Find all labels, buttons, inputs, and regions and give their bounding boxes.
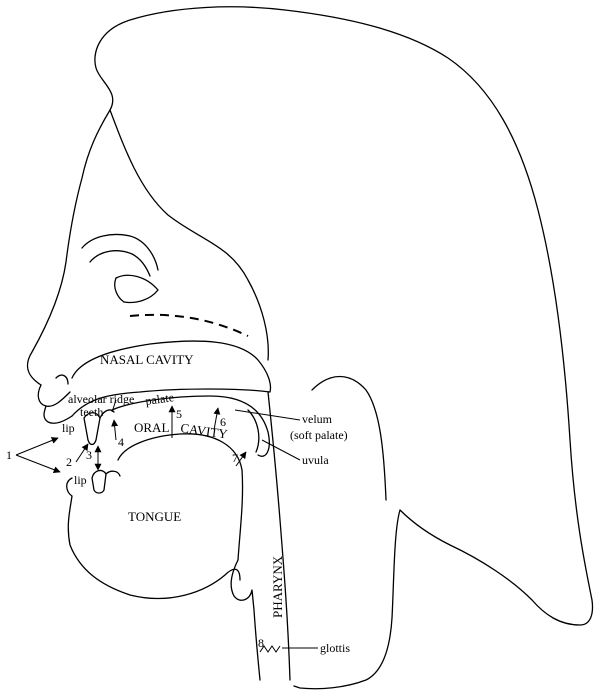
tongue-outline <box>118 434 243 560</box>
label-soft-palate: (soft palate) <box>290 428 348 442</box>
nostril <box>56 375 68 384</box>
label-velum: velum <box>302 412 333 426</box>
place-number-2: 2 <box>66 455 72 469</box>
arrow-4 <box>114 420 116 440</box>
place-number-5: 5 <box>176 407 182 421</box>
pharynx-front <box>231 560 260 680</box>
eye <box>115 278 124 302</box>
lower-teeth <box>92 471 106 493</box>
brow-inner <box>90 251 150 276</box>
label-tongue: TONGUE <box>128 509 181 524</box>
eyelid <box>116 275 158 302</box>
nose-outline <box>38 385 70 406</box>
place-number-4: 4 <box>118 435 124 449</box>
label-oral: ORAL <box>134 420 169 435</box>
label-nasal-cavity: NASAL CAVITY <box>100 352 194 367</box>
brow <box>82 235 158 271</box>
head-outline <box>27 7 592 689</box>
label-glottis: glottis <box>320 641 350 655</box>
velum-leader <box>235 410 300 420</box>
label-lip-lower: lip <box>74 473 87 487</box>
place-number-1: 1 <box>6 448 12 462</box>
skull-inner <box>110 110 268 360</box>
velum-uvula <box>248 410 259 452</box>
place-number-7: 7 <box>232 451 238 465</box>
label-uvula: uvula <box>302 453 329 467</box>
label-alveolar-ridge: alveolar ridge <box>68 392 134 406</box>
label-teeth: teeth <box>80 405 103 419</box>
arrow-1-upper <box>16 438 58 455</box>
label-pharynx: PHARYNX <box>270 555 285 618</box>
arrow-1-lower <box>16 455 60 472</box>
place-number-3: 3 <box>86 448 92 462</box>
label-palate: palate <box>144 390 174 408</box>
place-number-6: 6 <box>220 415 226 429</box>
label-lip-upper: lip <box>62 421 75 435</box>
place-number-8: 8 <box>258 636 264 650</box>
cheek-line <box>130 315 248 336</box>
pharynx-back <box>268 392 290 680</box>
lower-lip-outline <box>67 478 240 598</box>
jaw-line <box>106 471 120 476</box>
